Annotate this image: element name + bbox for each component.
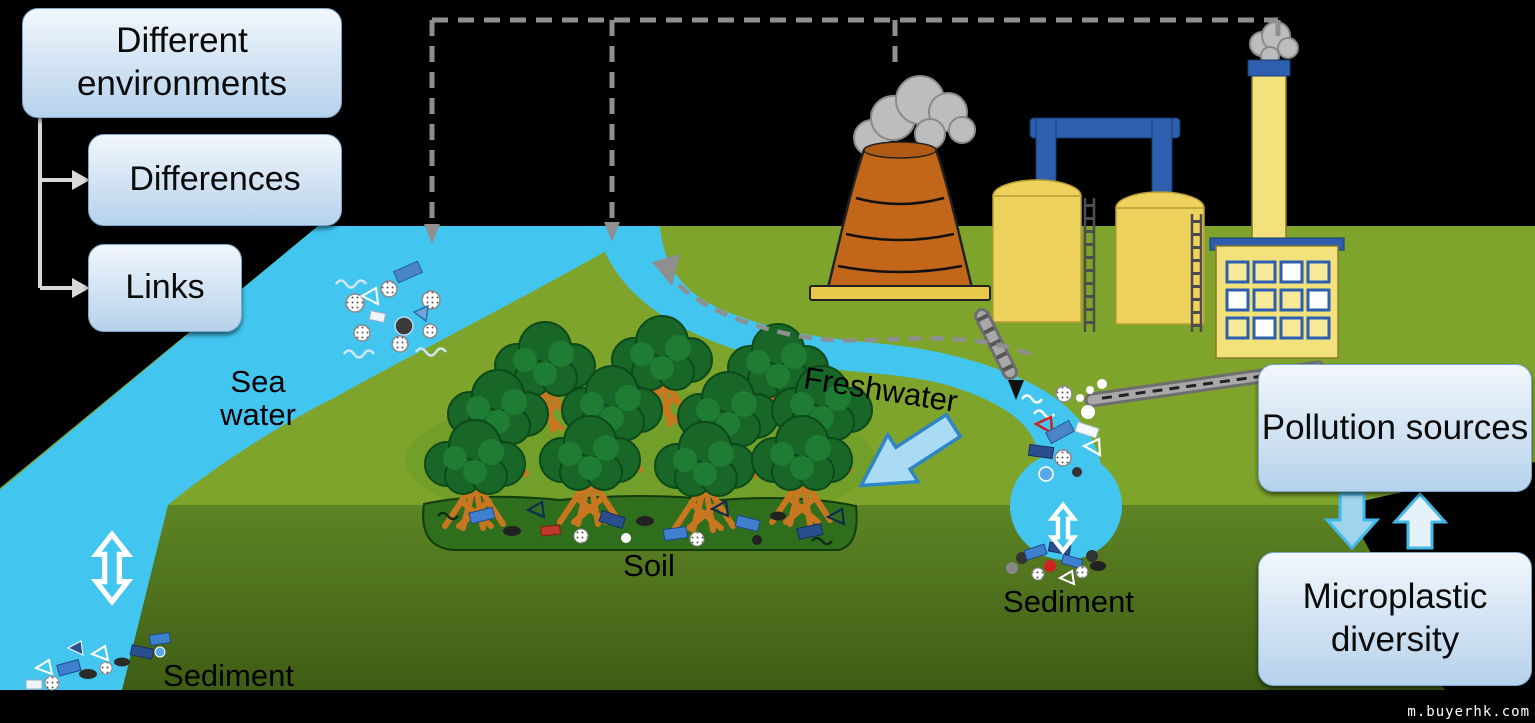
soil-microplastics — [437, 499, 846, 547]
diversity-up-arrow — [1391, 491, 1449, 550]
deposition-arrowhead-river — [604, 222, 620, 242]
microplastics-river-cluster — [1020, 379, 1107, 482]
chimney-smoke — [1249, 21, 1299, 66]
factory-windows — [1225, 260, 1331, 340]
tank-ladder-2 — [1190, 214, 1203, 332]
callout-different-environments-label: Different environments — [76, 21, 288, 103]
discharge-pipe-1 — [974, 308, 1024, 400]
label-sediment-river: Sediment — [1003, 584, 1134, 619]
exchange-arrow-sea — [90, 530, 134, 606]
callout-differences: Differences — [88, 134, 342, 226]
callout-pollution-sources: Pollution sources — [1258, 364, 1532, 492]
label-sediment-sea: Sediment — [163, 658, 294, 693]
pollution-down-arrow — [1323, 492, 1381, 551]
watermark: m.buyerhk.com — [1407, 704, 1530, 720]
exchange-arrow-river — [1047, 501, 1079, 555]
callout-microplastic-diversity: Microplastic diversity — [1258, 552, 1532, 686]
callout-differences-label: Differences — [129, 160, 301, 199]
microplastics-sea-cluster — [334, 260, 448, 359]
factory-building — [1209, 21, 1345, 359]
callout-pollution-sources-label: Pollution sources — [1261, 407, 1529, 447]
callout-microplastic-diversity-label: Microplastic diversity — [1302, 577, 1488, 659]
label-sea-water: Sea water — [220, 364, 296, 432]
callout-links: Links — [88, 244, 242, 332]
cooling-tower — [809, 75, 991, 301]
deposition-dashed-lines — [429, 17, 1281, 222]
callout-different-environments: Different environments — [22, 8, 342, 118]
river-to-soil-arrow — [858, 412, 963, 488]
river-sediment-particles — [1006, 541, 1106, 586]
legend-connector — [38, 114, 90, 298]
deposition-arrowhead-sea — [424, 224, 440, 244]
sea-sediment-particles — [25, 632, 172, 691]
label-soil: Soil — [623, 548, 675, 583]
sea-water-body — [0, 226, 650, 690]
river-flow-arrow — [652, 254, 1031, 357]
tank-ladder-1 — [1083, 198, 1096, 332]
storage-tanks — [992, 117, 1205, 332]
callout-links-label: Links — [125, 268, 205, 307]
